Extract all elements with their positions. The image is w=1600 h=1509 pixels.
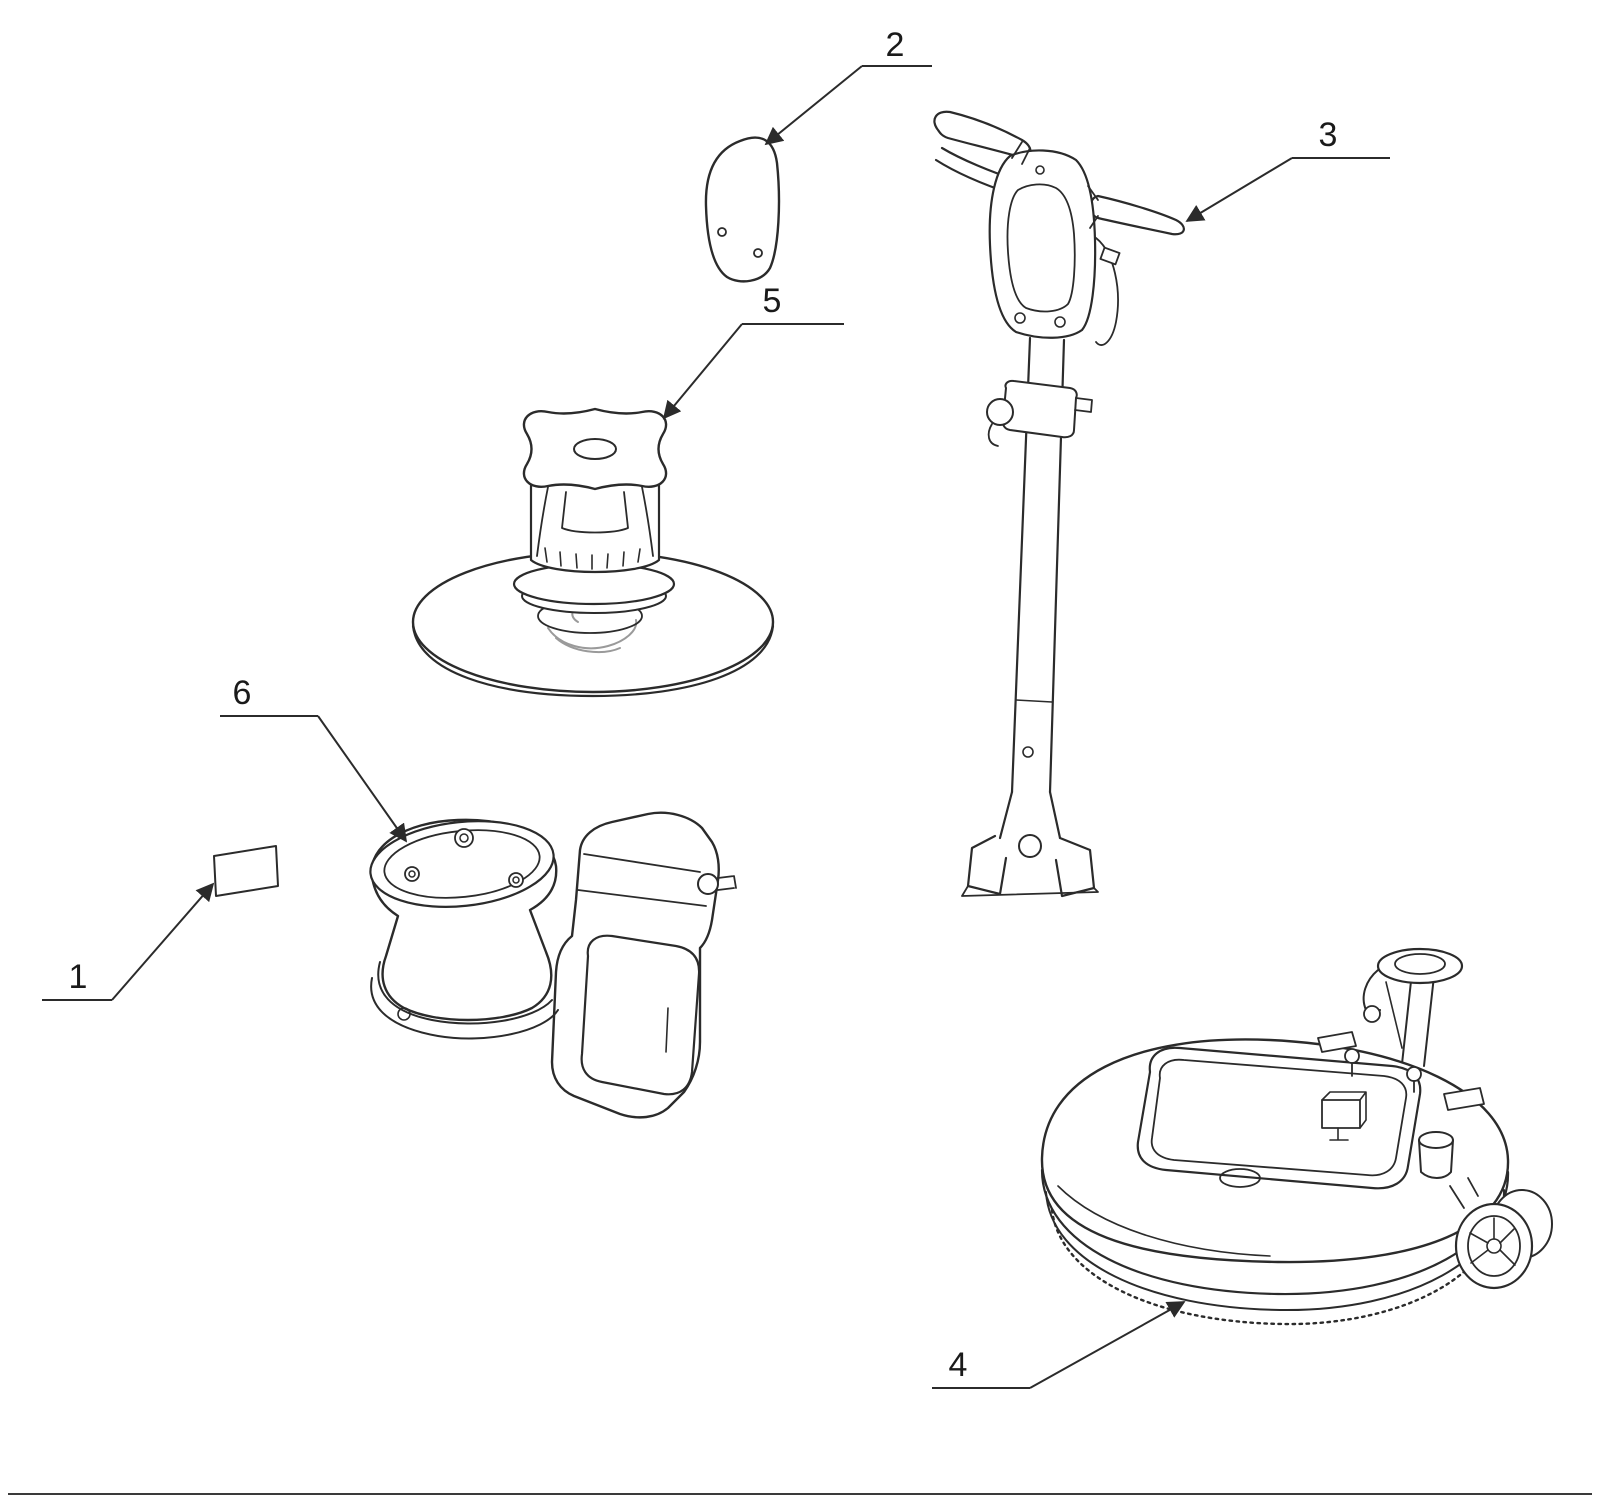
callout-2-number: 2	[886, 26, 905, 64]
part-drawing-2-cover-plate	[704, 136, 781, 283]
callout-4-leader	[1029, 1301, 1186, 1389]
callout-4: 4	[932, 1301, 1186, 1389]
callout-5-leader	[662, 323, 743, 420]
callout-2-leader	[764, 65, 863, 146]
callout-6: 6	[220, 674, 408, 843]
callout-3: 3	[1185, 116, 1390, 222]
part-drawing-3-handle-assembly	[933, 110, 1185, 898]
callout-5: 5	[662, 282, 844, 420]
callout-5-number: 5	[763, 282, 782, 320]
callout-1-number: 1	[69, 958, 88, 996]
callout-4-number: 4	[949, 1346, 968, 1384]
callout-6-number: 6	[233, 674, 252, 712]
callout-6-leader	[317, 715, 408, 843]
part-drawing-1-plate	[213, 845, 279, 897]
part-drawing-5-motor-pad-driver	[411, 407, 775, 698]
callout-1: 1	[42, 882, 215, 1001]
callout-3-leader	[1185, 157, 1293, 222]
part-drawing-6-motor-housing	[369, 811, 737, 1119]
callout-3-number: 3	[1319, 116, 1338, 154]
callout-1-leader	[111, 882, 215, 1001]
part-drawing-4-deck-assembly	[1040, 947, 1553, 1326]
callout-2: 2	[764, 26, 932, 146]
